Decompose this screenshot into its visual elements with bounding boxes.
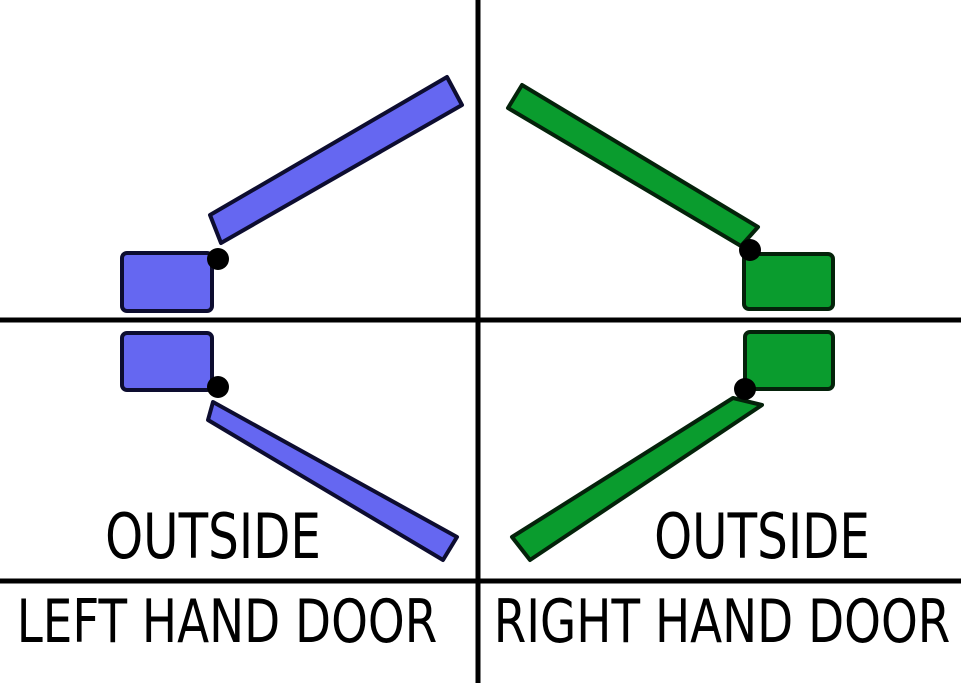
right-hand-door-open-leaf-top (506, 83, 760, 248)
outside-label-left: OUTSIDE (105, 500, 321, 573)
left-hand-door-hinge-dot-top (207, 248, 229, 270)
left-hand-door-jamb-top (120, 251, 214, 313)
left-hand-door-caption: LEFT HAND DOOR (16, 587, 438, 657)
outside-label-right: OUTSIDE (654, 500, 870, 573)
right-hand-door-hinge-dot-top (739, 239, 761, 261)
left-hand-door-jamb-bottom (120, 331, 214, 392)
right-hand-door-open-leaf-bottom (510, 396, 764, 562)
right-hand-door-jamb-bottom (743, 330, 835, 391)
left-hand-door-open-leaf-bottom (206, 400, 459, 562)
left-hand-door-open-leaf-top (208, 75, 464, 245)
left-hand-door-hinge-dot-bottom (207, 376, 229, 398)
right-hand-door-jamb-top (742, 252, 835, 311)
right-hand-door-caption: RIGHT HAND DOOR (493, 587, 951, 657)
right-hand-door-hinge-dot-bottom (734, 378, 756, 400)
